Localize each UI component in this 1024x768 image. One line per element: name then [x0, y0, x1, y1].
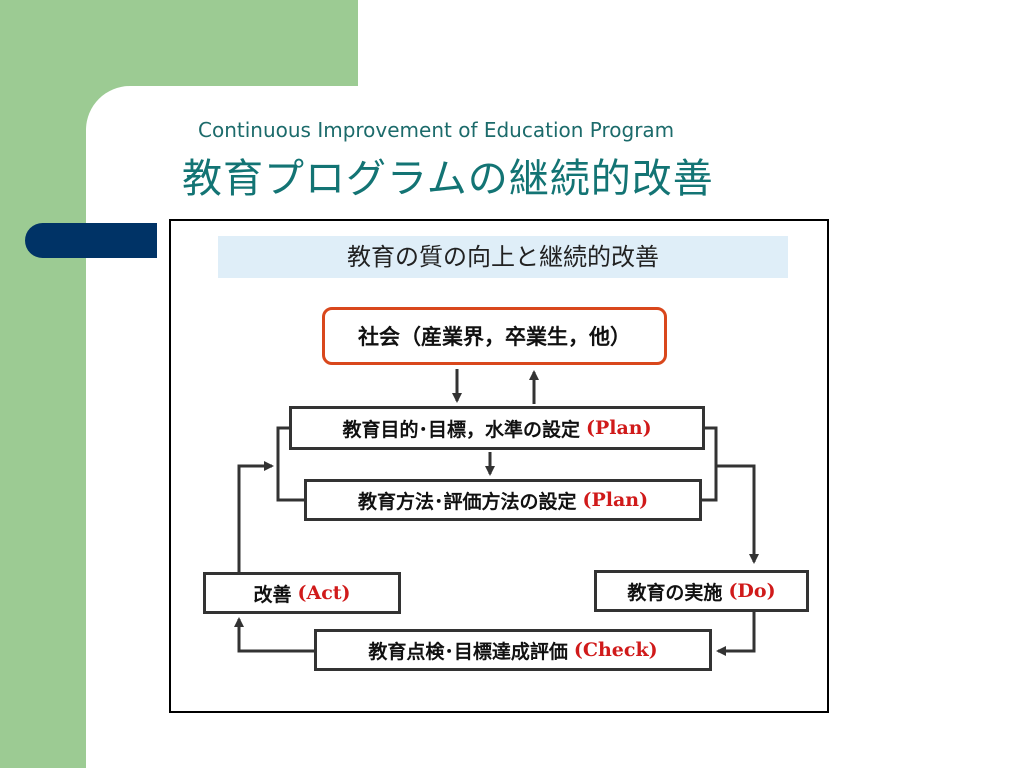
node-plan-objectives-label: 教育目的･目標，水準の設定 — [342, 418, 580, 441]
node-plan-methods-tag: (Plan) — [582, 489, 649, 511]
node-do-label: 教育の実施 — [627, 581, 723, 604]
node-check: 教育点検･目標達成評価 (Check) — [314, 629, 712, 671]
accent-bar — [25, 223, 157, 258]
node-plan-methods: 教育方法･評価方法の設定 (Plan) — [304, 479, 702, 521]
node-do: 教育の実施 (Do) — [594, 570, 809, 612]
node-check-tag: (Check) — [573, 639, 658, 661]
slide-subtitle: Continuous Improvement of Education Prog… — [198, 118, 675, 142]
slide-title: 教育プログラムの継続的改善 — [182, 156, 714, 202]
node-plan-methods-label: 教育方法･評価方法の設定 — [357, 490, 577, 513]
node-act-tag: (Act) — [297, 582, 351, 604]
top-white-band — [358, 0, 1024, 86]
diagram-header: 教育の質の向上と継続的改善 — [218, 236, 788, 278]
node-society-label: 社会（産業界，卒業生，他） — [358, 325, 631, 349]
node-check-label: 教育点検･目標達成評価 — [368, 640, 568, 663]
node-act: 改善 (Act) — [203, 572, 401, 614]
node-society: 社会（産業界，卒業生，他） — [322, 307, 667, 365]
node-plan-objectives: 教育目的･目標，水準の設定 (Plan) — [289, 406, 705, 450]
node-plan-objectives-tag: (Plan) — [585, 417, 652, 439]
node-do-tag: (Do) — [728, 580, 776, 602]
node-act-label: 改善 — [253, 583, 292, 606]
